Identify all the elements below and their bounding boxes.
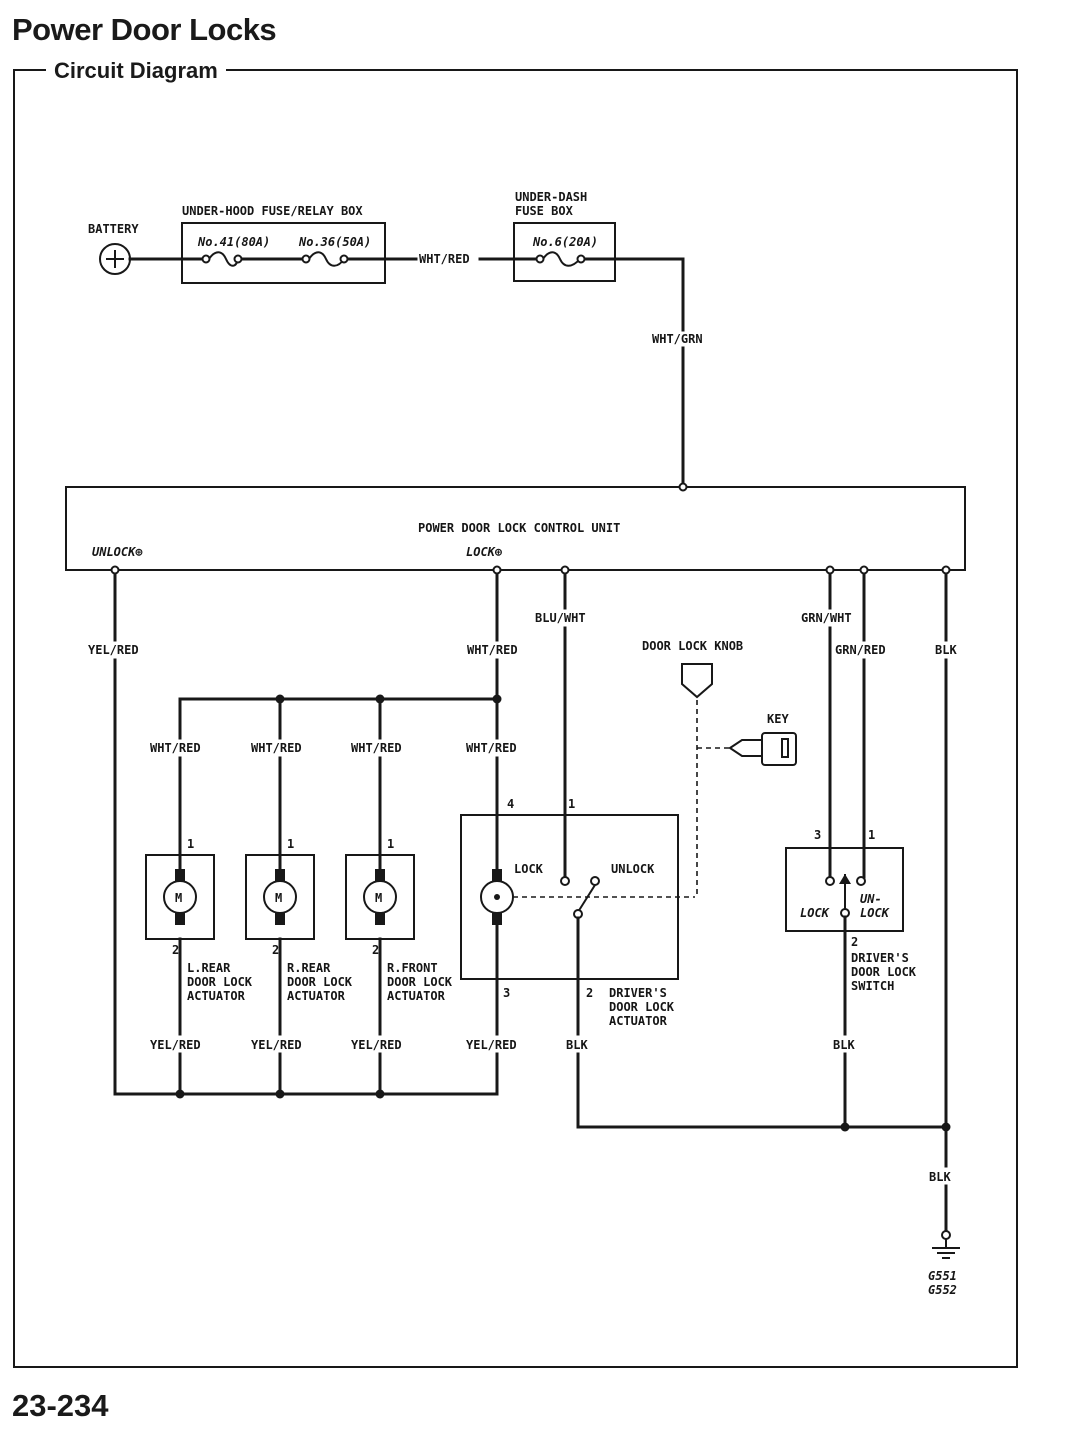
- drivers-actuator-label-3: ACTUATOR: [609, 1014, 668, 1028]
- l-rear-label-3: ACTUATOR: [187, 989, 246, 1003]
- wire-label-rfront-yel-red: YEL/RED: [351, 1038, 402, 1052]
- drivers-switch-unlock-label-2: LOCK: [860, 906, 891, 920]
- wire-label-rfront-wht-red: WHT/RED: [351, 741, 402, 755]
- ground-label-g552: G552: [928, 1283, 957, 1297]
- drivers-actuator-switch: [560, 572, 600, 1129]
- l-rear-pin-2: 2: [172, 943, 179, 957]
- underhood-fuse-relay-box: [181, 222, 386, 284]
- splice-dots-yel-red: [175, 1089, 385, 1099]
- wire-label-grn-red: GRN/RED: [835, 643, 886, 657]
- fuse-36-symbol: [301, 251, 349, 267]
- wire-label-feed-wht-grn: WHT/GRN: [652, 332, 703, 346]
- splice-dots-blk: [840, 1122, 951, 1132]
- drivers-actuator-unlock-label: UNLOCK: [611, 862, 655, 876]
- wire-label-blu-wht: BLU/WHT: [535, 611, 586, 625]
- r-rear-motor-symbol: M: [275, 891, 282, 905]
- wire-label-rrear-yel-red: YEL/RED: [251, 1038, 302, 1052]
- unlock-terminal-label: UNLOCK⊕: [92, 545, 143, 559]
- door-lock-knob-label: DOOR LOCK KNOB: [642, 639, 743, 653]
- wire-label-lrear-wht-red: WHT/RED: [150, 741, 201, 755]
- drivers-switch-lock-label: LOCK: [800, 906, 831, 920]
- wire-label-actuator-blk: BLK: [566, 1038, 588, 1052]
- wire-blk-ground: [576, 572, 948, 1234]
- drivers-actuator-pin-3: 3: [503, 986, 510, 1000]
- wire-label-lrear-yel-red: YEL/RED: [150, 1038, 201, 1052]
- ground-label-g551: G551: [928, 1269, 957, 1283]
- page-title: Power Door Locks: [12, 12, 277, 47]
- l-rear-label-1: L.REAR: [187, 961, 231, 975]
- drivers-switch-contacts: [825, 874, 866, 933]
- diagram-frame: [13, 69, 1018, 1368]
- lock-terminal-label: LOCK⊕: [466, 545, 503, 559]
- control-unit-label: POWER DOOR LOCK CONTROL UNIT: [418, 521, 620, 535]
- drivers-switch-label-2: DOOR LOCK: [851, 965, 917, 979]
- l-rear-motor-symbol: M: [175, 891, 182, 905]
- underdash-box-label-2: FUSE BOX: [515, 204, 574, 218]
- fuse-41-label: No.41(80A): [197, 235, 270, 249]
- key-icon: [728, 732, 797, 766]
- wire-label-unit-blk: BLK: [935, 643, 957, 657]
- ground-symbol: [932, 1230, 960, 1259]
- r-front-label-2: DOOR LOCK: [387, 975, 453, 989]
- drivers-switch-pin-2: 2: [851, 935, 858, 949]
- drivers-switch-pin-1: 1: [868, 828, 875, 842]
- wire-label-ground-blk: BLK: [929, 1170, 951, 1184]
- r-front-label-1: R.FRONT: [387, 961, 438, 975]
- drivers-actuator-pin-4: 4: [507, 797, 514, 811]
- r-rear-label-3: ACTUATOR: [287, 989, 346, 1003]
- wire-label-feed-wht-red: WHT/RED: [419, 252, 470, 266]
- wire-label-rrear-wht-red: WHT/RED: [251, 741, 302, 755]
- underhood-box-label: UNDER-HOOD FUSE/RELAY BOX: [182, 204, 363, 218]
- drivers-actuator-pin-2: 2: [586, 986, 593, 1000]
- r-rear-pin-1: 1: [287, 837, 294, 851]
- wire-yel-red-unlock-bus: [113, 572, 499, 1096]
- wire-label-switch-blk: BLK: [833, 1038, 855, 1052]
- splice-dots-wht-red: [275, 694, 502, 704]
- fuse-6-label: No.6(20A): [532, 235, 598, 249]
- drivers-switch-pin-3: 3: [814, 828, 821, 842]
- wire-label-unlock-yel-red: YEL/RED: [88, 643, 139, 657]
- drivers-actuator-motor: [480, 868, 514, 992]
- page-number: 23-234: [12, 1388, 109, 1423]
- wire-label-lock-wht-red: WHT/RED: [467, 643, 518, 657]
- r-rear-pin-2: 2: [272, 943, 279, 957]
- underdash-box-label-1: UNDER-DASH: [515, 190, 587, 204]
- r-rear-door-lock-actuator: [245, 854, 315, 958]
- drivers-actuator-label-1: DRIVER'S: [609, 986, 667, 1000]
- l-rear-pin-1: 1: [187, 837, 194, 851]
- drivers-switch-unlock-label-1: UN-: [860, 892, 882, 906]
- power-door-lock-control-unit: [65, 486, 966, 571]
- drivers-actuator-pin-1: 1: [568, 797, 575, 811]
- section-title: Circuit Diagram: [46, 58, 226, 84]
- key-label: KEY: [767, 712, 789, 726]
- l-rear-door-lock-actuator: [145, 854, 215, 958]
- fuse-6-symbol: [535, 251, 586, 267]
- r-front-pin-2: 2: [372, 943, 379, 957]
- feed-wire: [128, 257, 685, 489]
- underdash-fuse-box: [513, 222, 616, 282]
- l-rear-label-2: DOOR LOCK: [187, 975, 253, 989]
- drivers-switch-label-3: SWITCH: [851, 979, 894, 993]
- wire-label-grn-wht: GRN/WHT: [801, 611, 852, 625]
- door-lock-knob-symbol: [681, 663, 713, 699]
- r-front-label-3: ACTUATOR: [387, 989, 446, 1003]
- wire-wht-red-lock-bus: [178, 572, 499, 872]
- drivers-actuator-label-2: DOOR LOCK: [609, 1000, 675, 1014]
- drivers-actuator-lock-label: LOCK: [514, 862, 544, 876]
- r-front-door-lock-actuator: [345, 854, 415, 958]
- r-front-pin-1: 1: [387, 837, 394, 851]
- drivers-switch-label-1: DRIVER'S: [851, 951, 909, 965]
- wire-label-driver-yel-red: YEL/RED: [466, 1038, 517, 1052]
- fuse-36-label: No.36(50A): [298, 235, 371, 249]
- r-rear-label-2: DOOR LOCK: [287, 975, 353, 989]
- r-rear-label-1: R.REAR: [287, 961, 331, 975]
- battery-symbol: [99, 243, 131, 275]
- fuse-41-symbol: [201, 251, 243, 267]
- battery-label: BATTERY: [88, 222, 139, 236]
- wire-label-driver-wht-red: WHT/RED: [466, 741, 517, 755]
- r-front-motor-symbol: M: [375, 891, 382, 905]
